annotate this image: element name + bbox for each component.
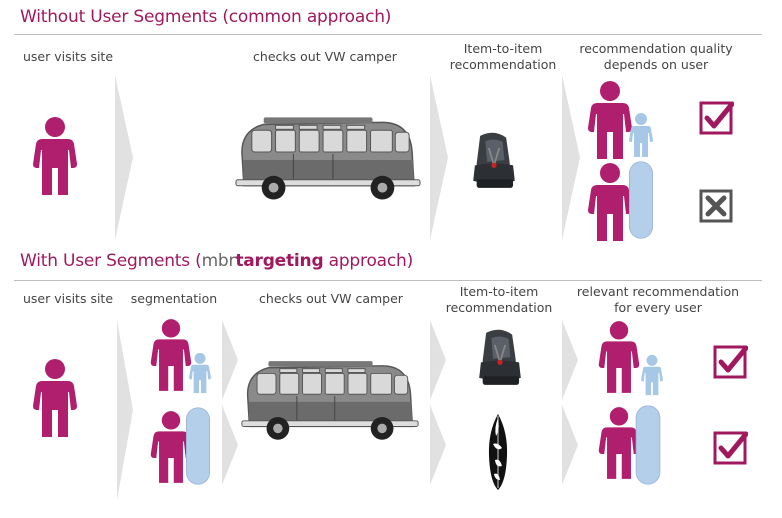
child-icon (640, 354, 664, 396)
label-item-to-item: Item-to-item recommendation (440, 41, 566, 73)
section-title-without-segments: Without User Segments (common approach) (20, 7, 391, 27)
vw-camper-icon (234, 112, 422, 202)
section-divider (14, 34, 762, 35)
title-prefix: With User Segments ( (20, 251, 202, 271)
flow-arrow (430, 75, 448, 240)
checkbox-check-icon (712, 344, 748, 380)
flow-arrow (115, 75, 133, 240)
section-divider (14, 280, 762, 281)
vw-camper-icon (240, 356, 420, 442)
brand-mbr: mbr (202, 251, 236, 271)
label-user-visits-site: user visits site (10, 291, 126, 307)
surfboard-icon (486, 412, 510, 492)
person-icon (30, 358, 80, 438)
checkbox-check-icon (698, 100, 734, 136)
flow-arrow (430, 405, 446, 485)
flow-arrow (562, 405, 578, 485)
label-item-to-item: Item-to-item recommendation (436, 284, 562, 316)
person-icon (596, 320, 642, 394)
person-icon (30, 116, 80, 196)
child-icon (628, 112, 654, 158)
snowboard-icon (626, 160, 656, 240)
flow-arrow (430, 320, 446, 400)
checkbox-check-icon (712, 430, 748, 466)
label-relevant-recommendation: relevant recommendation for every user (566, 284, 750, 316)
car-seat-icon (468, 128, 520, 194)
label-user-visits-site: user visits site (10, 49, 126, 65)
title-suffix: approach) (323, 251, 413, 271)
label-segmentation: segmentation (122, 291, 226, 307)
label-checks-out-camper: checks out VW camper (240, 49, 410, 65)
child-icon (188, 352, 212, 394)
flow-arrow (562, 320, 578, 400)
label-checks-out-camper: checks out VW camper (246, 291, 416, 307)
flow-arrow (562, 75, 580, 240)
flow-arrow (222, 405, 238, 485)
snowboard-icon (634, 404, 662, 486)
car-seat-icon (474, 326, 526, 390)
flow-arrow (222, 320, 238, 400)
brand-targeting: targeting (235, 251, 323, 271)
flow-arrow (117, 320, 133, 500)
section-title-with-segments: With User Segments (mbrtargeting approac… (20, 251, 413, 271)
checkbox-cross-icon (698, 188, 734, 224)
snowboard-icon (184, 406, 212, 486)
label-recommendation-quality: recommendation quality depends on user (566, 41, 746, 73)
